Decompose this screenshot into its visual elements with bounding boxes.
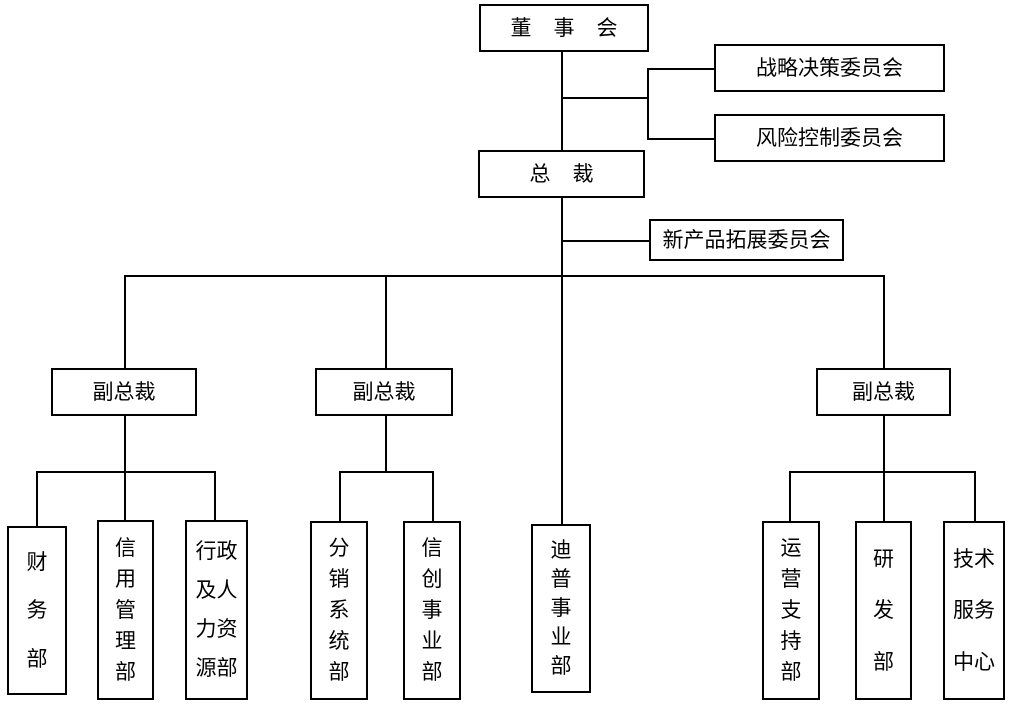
committee-bracket-vertical xyxy=(647,68,649,140)
dept-admin-hr-line-3: 力资 xyxy=(195,617,238,642)
dept-operations-line-3: 支 xyxy=(780,598,802,623)
connector-bus-to-vp-right xyxy=(883,275,885,368)
node-risk-committee-label: 风险控制委员会 xyxy=(756,125,903,150)
connector-to-operations-dept xyxy=(789,471,791,526)
connector-to-finance-dept xyxy=(36,471,38,526)
node-vp-right[interactable]: 副总裁 xyxy=(816,368,951,416)
node-board-label: 董事会 xyxy=(510,15,640,40)
connector-to-risk-committee xyxy=(647,138,714,140)
dept-admin-hr-line-4: 源部 xyxy=(195,656,238,681)
dept-operations-line-2: 营 xyxy=(780,567,802,592)
node-dept-distribution-system[interactable]: 分 销 系 统 部 xyxy=(310,521,368,700)
dept-xinchuang-line-1: 信 xyxy=(421,536,443,561)
dept-rd-line-2: 发 xyxy=(873,598,894,623)
dept-xinchuang-line-5: 部 xyxy=(421,660,443,685)
connector-to-rd-dept xyxy=(883,471,885,526)
dept-credit-line-2: 用 xyxy=(115,566,136,591)
node-president-label: 总裁 xyxy=(529,161,616,186)
connector-to-credit-dept xyxy=(124,471,126,526)
connector-bus-to-vp-middle xyxy=(385,275,387,368)
node-dept-admin-hr[interactable]: 行政 及人 力资 源部 xyxy=(185,520,248,700)
dept-credit-line-5: 部 xyxy=(115,660,136,685)
connector-president-center-spine xyxy=(561,198,563,524)
node-vp-left[interactable]: 副总裁 xyxy=(51,368,197,416)
connector-board-to-committee-bracket xyxy=(561,97,649,99)
dept-operations-line-4: 持 xyxy=(780,629,802,654)
node-dept-dptech-business[interactable]: 迪 普 事 业 部 xyxy=(531,524,591,693)
dept-dptech-line-3: 事 xyxy=(550,596,572,621)
node-dept-xinchuang-business[interactable]: 信 创 事 业 部 xyxy=(403,521,461,700)
dept-admin-hr-line-2: 及人 xyxy=(195,578,238,603)
dept-distribution-line-1: 分 xyxy=(328,536,350,561)
dept-credit-line-4: 理 xyxy=(115,629,136,654)
dept-tech-service-line-3: 中心 xyxy=(953,650,995,675)
dept-distribution-line-5: 部 xyxy=(328,660,350,685)
dept-xinchuang-line-4: 业 xyxy=(421,629,443,654)
node-strategy-committee[interactable]: 战略决策委员会 xyxy=(714,44,945,92)
dept-xinchuang-line-2: 创 xyxy=(421,567,443,592)
dept-finance-line-2: 务 xyxy=(26,598,48,623)
dept-tech-service-line-2: 服务 xyxy=(953,598,995,623)
dept-operations-line-5: 部 xyxy=(780,660,802,685)
node-dept-finance[interactable]: 财 务 部 xyxy=(7,526,67,695)
connector-to-new-product-committee xyxy=(561,240,651,242)
connector-to-distribution-dept xyxy=(339,471,341,526)
node-risk-committee[interactable]: 风险控制委员会 xyxy=(714,114,945,162)
connector-vp-right-stem xyxy=(883,416,885,473)
dept-distribution-line-4: 统 xyxy=(328,629,350,654)
dept-dptech-line-1: 迪 xyxy=(550,538,572,563)
node-board[interactable]: 董事会 xyxy=(479,4,649,52)
connector-to-tech-service-center xyxy=(974,471,976,526)
dept-dptech-line-2: 普 xyxy=(550,567,572,592)
dept-credit-line-1: 信 xyxy=(115,535,136,560)
node-new-product-committee-label: 新产品拓展委员会 xyxy=(662,227,831,252)
dept-rd-line-3: 部 xyxy=(873,650,894,675)
connector-to-strategy-committee xyxy=(647,68,714,70)
connector-board-to-president xyxy=(561,52,563,150)
dept-operations-line-1: 运 xyxy=(780,536,802,561)
dept-finance-line-1: 财 xyxy=(26,550,48,575)
connector-vp-left-stem xyxy=(124,416,126,473)
node-president[interactable]: 总裁 xyxy=(478,150,645,198)
node-dept-operations-support[interactable]: 运 营 支 持 部 xyxy=(762,521,820,700)
dept-distribution-line-2: 销 xyxy=(328,567,350,592)
dept-distribution-line-3: 系 xyxy=(328,598,350,623)
dept-rd-line-1: 研 xyxy=(873,546,894,571)
connector-to-hr-dept xyxy=(214,471,216,526)
dept-tech-service-line-1: 技术 xyxy=(953,546,995,571)
bus-vp-left-children xyxy=(36,471,216,473)
bus-vp-middle-children xyxy=(339,471,434,473)
connector-vp-middle-stem xyxy=(385,416,387,473)
node-dept-tech-service-center[interactable]: 技术 服务 中心 xyxy=(943,521,1005,700)
node-new-product-committee[interactable]: 新产品拓展委员会 xyxy=(649,219,844,261)
dept-xinchuang-line-3: 事 xyxy=(421,598,443,623)
connector-to-xinchuang-dept xyxy=(432,471,434,526)
dept-dptech-line-4: 业 xyxy=(550,625,572,650)
vp-distribution-bus xyxy=(124,275,885,277)
node-vp-left-label: 副总裁 xyxy=(92,379,156,404)
connector-bus-to-vp-left xyxy=(124,275,126,368)
node-strategy-committee-label: 战略决策委员会 xyxy=(756,55,903,80)
node-vp-middle[interactable]: 副总裁 xyxy=(315,368,453,416)
dept-admin-hr-line-1: 行政 xyxy=(195,539,238,564)
dept-credit-line-3: 管 xyxy=(115,597,136,622)
dept-finance-line-3: 部 xyxy=(26,646,48,671)
node-vp-right-label: 副总裁 xyxy=(852,379,915,404)
node-dept-research-development[interactable]: 研 发 部 xyxy=(855,521,912,700)
bus-vp-right-children xyxy=(789,471,976,473)
node-vp-middle-label: 副总裁 xyxy=(352,379,416,404)
node-dept-credit-management[interactable]: 信 用 管 理 部 xyxy=(97,520,154,700)
dept-dptech-line-5: 部 xyxy=(550,654,572,679)
